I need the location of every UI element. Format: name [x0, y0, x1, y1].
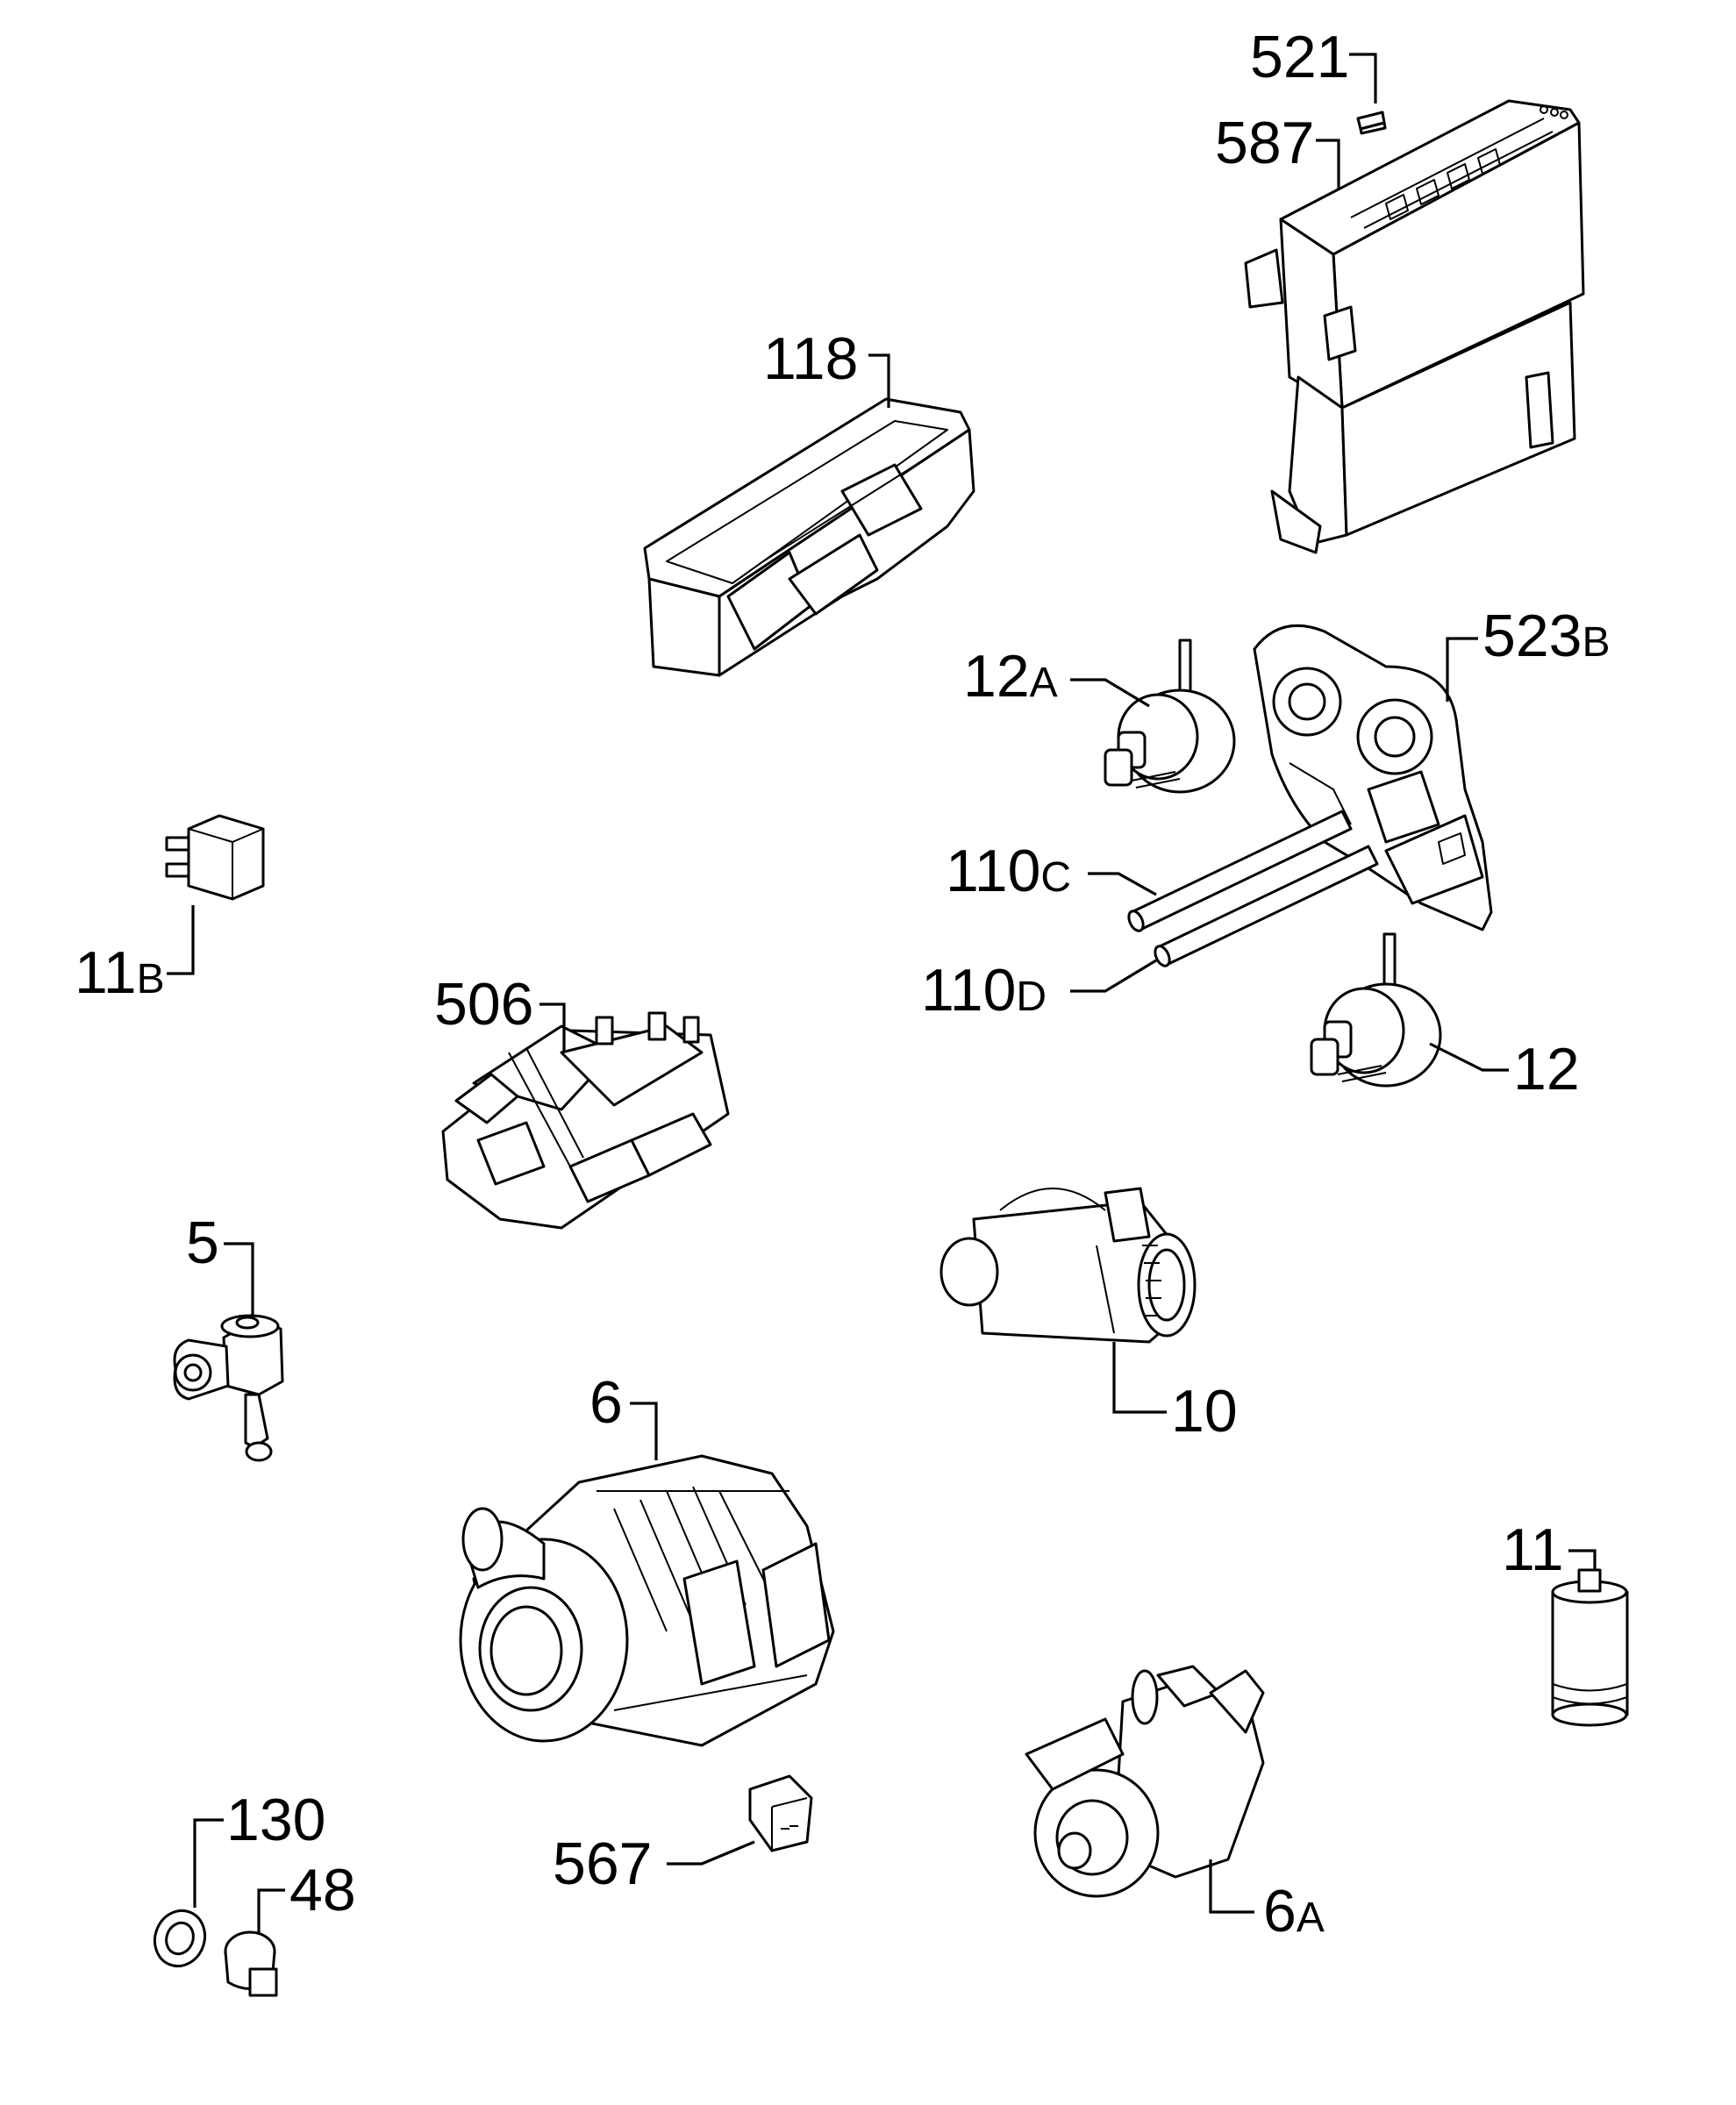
leader-6a: [1209, 1859, 1254, 1914]
label-6: 6: [589, 1369, 623, 1436]
leader-6: [630, 1402, 658, 1460]
label-6a: 6A: [1263, 1878, 1325, 1944]
label-11: 11: [1502, 1516, 1564, 1583]
label-118: 118: [763, 325, 858, 392]
leader-523b: [1446, 637, 1478, 702]
part-523b-bracket: [1253, 624, 1493, 931]
part-11b-relay: [165, 814, 265, 901]
label-523b: 523B: [1482, 603, 1610, 669]
part-10-heater: [939, 1187, 1197, 1344]
leader-567: [667, 1840, 755, 1866]
leader-lines: [167, 53, 1597, 1934]
label-12: 12: [1513, 1036, 1580, 1102]
part-6a-drain-pump: [1025, 1665, 1265, 1898]
leader-521: [1349, 53, 1377, 103]
leader-587: [1316, 139, 1340, 189]
part-labels: 521 587 118 523B 12A 110C 110D 11B 506 1…: [75, 24, 1610, 1944]
part-521-connector: [1356, 111, 1387, 135]
part-118-panel: [643, 397, 975, 677]
leader-130: [193, 1818, 224, 1908]
label-110c: 110C: [946, 838, 1071, 904]
part-587-control-module: [1244, 99, 1585, 554]
label-521: 521: [1250, 24, 1349, 90]
part-11-capacitor: [1551, 1568, 1629, 1727]
label-5: 5: [186, 1209, 219, 1276]
label-587: 587: [1215, 110, 1314, 176]
leader-5: [224, 1242, 254, 1316]
leader-12a: [1070, 678, 1150, 708]
leader-10: [1112, 1342, 1167, 1414]
label-567: 567: [553, 1830, 652, 1897]
label-12a: 12A: [963, 643, 1058, 710]
part-48-plug: [224, 1930, 278, 1997]
part-5-inlet-valve: [173, 1314, 284, 1462]
leader-110c: [1088, 872, 1157, 896]
leader-48: [257, 1888, 285, 1934]
label-506: 506: [434, 971, 533, 1038]
leader-12: [1429, 1042, 1509, 1072]
label-130: 130: [226, 1787, 325, 1853]
part-6-pump-motor: [459, 1454, 835, 1747]
label-11b: 11B: [75, 939, 165, 1006]
label-10: 10: [1171, 1378, 1238, 1445]
part-567-clip: [748, 1774, 813, 1852]
part-110d-hose: [1154, 845, 1379, 967]
part-506-unit: [441, 1011, 730, 1230]
leader-506: [539, 1003, 566, 1052]
leader-11: [1568, 1549, 1597, 1570]
label-110d: 110D: [921, 957, 1047, 1024]
label-48: 48: [289, 1857, 356, 1923]
part-12-pressure-switch: [1310, 932, 1442, 1088]
part-12a-pressure-switch: [1104, 639, 1236, 794]
part-130-gasket: [154, 1909, 206, 1968]
leader-11b: [167, 905, 195, 975]
leader-118: [868, 353, 890, 408]
leader-110d: [1070, 959, 1157, 993]
part-110c-hose: [1127, 810, 1353, 932]
